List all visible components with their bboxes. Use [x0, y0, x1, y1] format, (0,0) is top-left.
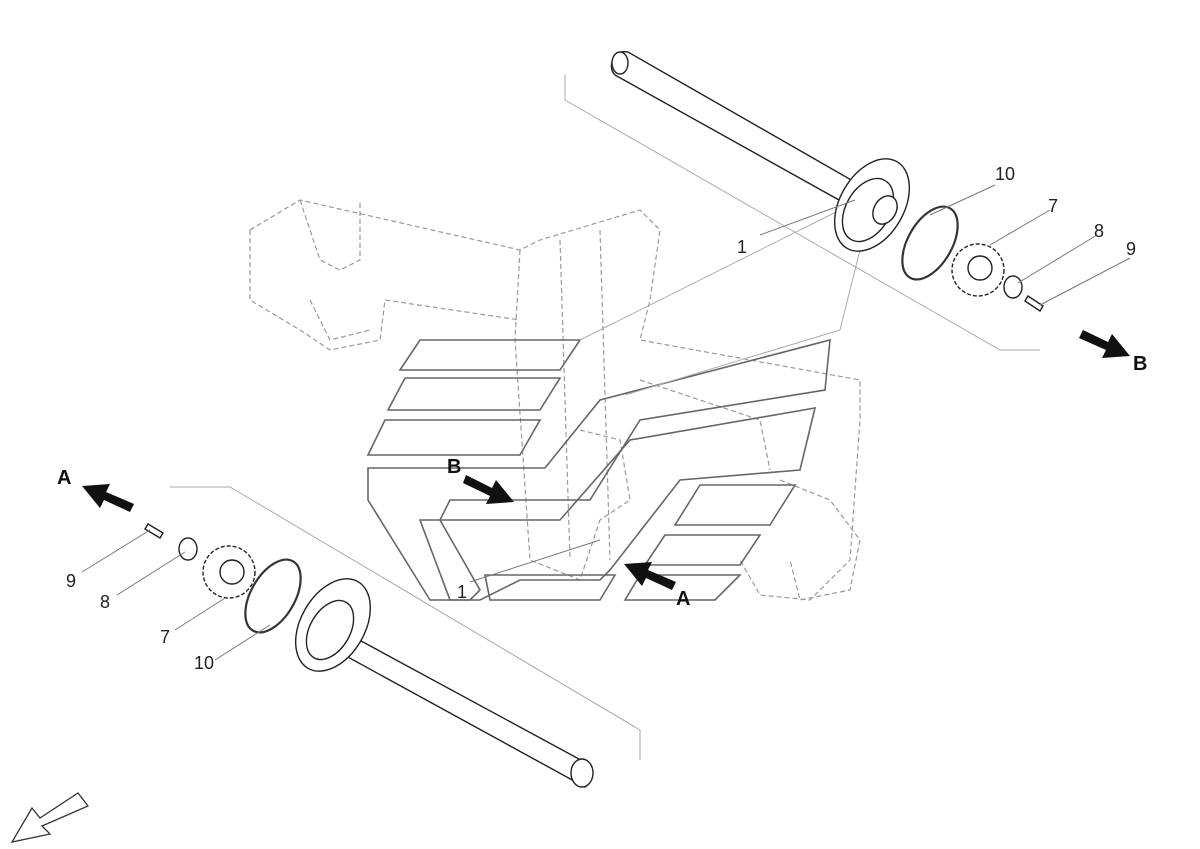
top-flange: [833, 158, 911, 252]
bottom-flange: [294, 578, 372, 672]
arrow-b-right: [1079, 330, 1130, 358]
top-washer: [1003, 275, 1023, 299]
bottom-bolt: [144, 523, 164, 539]
top-bolt: [1024, 295, 1044, 312]
callout-8-bottom: 8: [100, 592, 111, 612]
arrow-label-b-center: B: [447, 456, 462, 478]
guide-lines: [170, 75, 1040, 760]
orientation-arrow-icon: [10, 792, 90, 843]
callout-10-bottom: 10: [194, 653, 215, 673]
callout-7-bottom: 7: [160, 627, 171, 647]
callout-8-top: 8: [1094, 221, 1105, 241]
bottom-shaft: [333, 634, 594, 788]
bottom-o-ring: [244, 558, 302, 634]
arrow-label-a-left: A: [57, 467, 72, 489]
callout-10-top: 10: [995, 164, 1016, 184]
arrow-label-a-center: A: [676, 588, 691, 610]
arrow-a-center: [624, 562, 676, 590]
leader-lines: [81, 184, 1131, 661]
arrow-a-left: [82, 484, 134, 512]
top-sprocket: [951, 243, 1005, 297]
top-shaft: [610, 51, 861, 206]
top-o-ring: [901, 205, 959, 281]
callout-1-bottom: 1: [457, 582, 468, 602]
section-bands: [366, 338, 831, 601]
callout-9-top: 9: [1126, 239, 1137, 259]
arrow-b-center: [463, 475, 514, 504]
callout-9-bottom: 9: [66, 571, 77, 591]
bottom-sprocket: [202, 545, 256, 599]
callout-1-top: 1: [737, 237, 748, 257]
frame-outline: [249, 199, 861, 601]
bottom-washer: [178, 537, 198, 561]
arrow-label-b-right: B: [1133, 353, 1148, 375]
callout-7-top: 7: [1048, 196, 1059, 216]
